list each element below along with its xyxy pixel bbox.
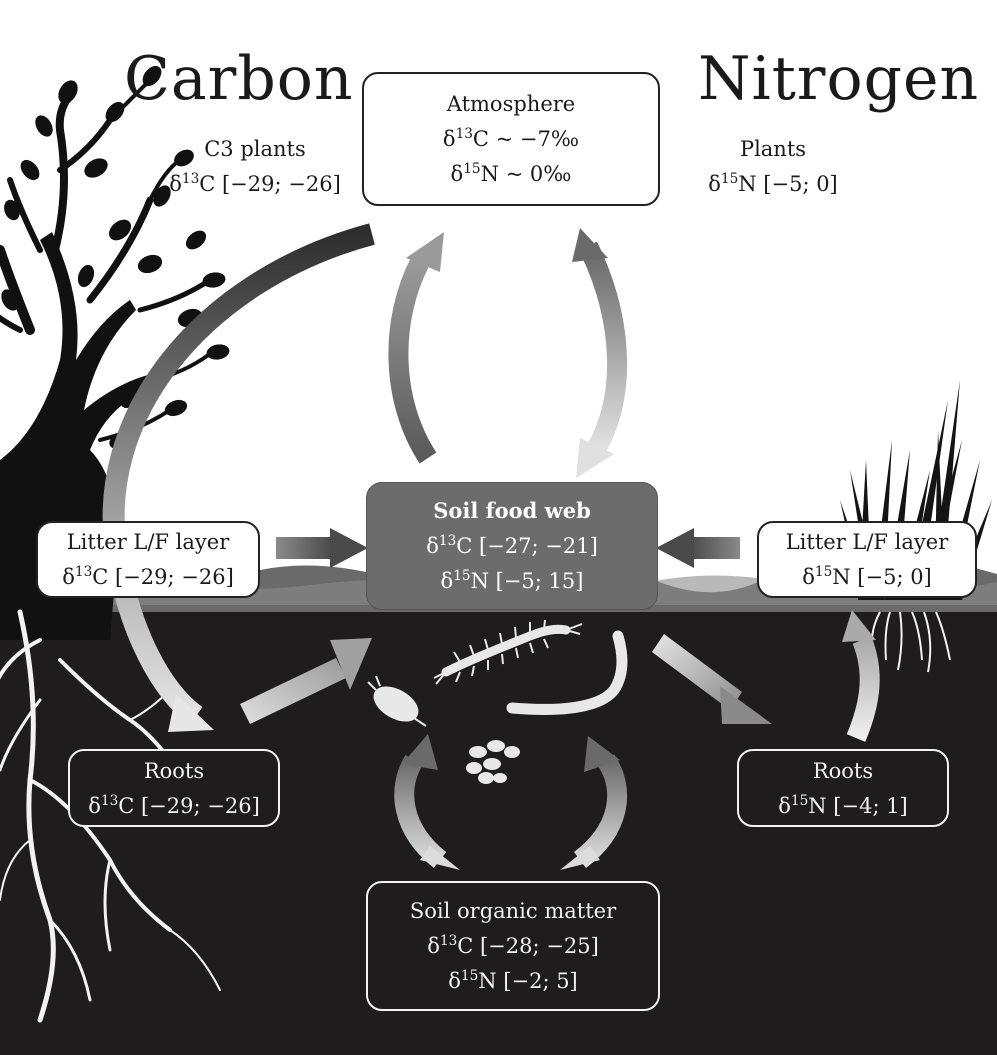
arrow-plants-to-roots: [102, 223, 375, 725]
litter-carbon-box: Litter L/F layer δ13C [−29; −26]: [36, 521, 260, 598]
carbon-title: Carbon: [124, 44, 354, 114]
earthworm: [506, 630, 628, 715]
springtail: [367, 675, 427, 727]
roots-carbon-value: δ13C [−29; −26]: [88, 792, 260, 818]
arrow-plants-to-roots-head: [168, 694, 214, 732]
arrow-atmosphere-to-foodweb: [579, 241, 627, 462]
plants-nitrogen: δ15N [−5; 0]: [708, 171, 838, 196]
soil-fauna: [367, 619, 628, 784]
arrow-atmosphere-up-head: [572, 228, 608, 262]
soil-food-web-name: Soil food web: [433, 498, 591, 523]
arrow-foodweb-to-roots-nitrogen: [652, 634, 772, 724]
arrow-litter-nitrogen-to-foodweb: [656, 528, 740, 568]
eggs: [466, 740, 520, 784]
arrow-atmosphere-down-head: [576, 438, 614, 478]
soil-organic-matter-nitrogen: δ15N [−2; 5]: [448, 968, 578, 993]
litter-carbon-value: δ13C [−29; −26]: [62, 564, 234, 589]
c3-plants-label: C3 plants δ13C [−29; −26]: [166, 134, 344, 199]
soil-organic-matter-box: Soil organic matter δ13C [−28; −25] δ15N…: [366, 881, 660, 1011]
c3-plants-carbon: δ13C [−29; −26]: [169, 171, 341, 196]
arrow-som-right-up-head: [584, 736, 620, 772]
litter-nitrogen-value: δ15N [−5; 0]: [802, 564, 932, 589]
arrow-roots-carbon-to-foodweb: [240, 638, 372, 724]
roots-carbon-name: Roots: [143, 758, 205, 783]
soil-organic-matter-carbon: δ13C [−28; −25]: [427, 933, 599, 958]
soil-organic-matter-name: Soil organic matter: [409, 899, 617, 923]
litter-carbon-name: Litter L/F layer: [66, 530, 230, 554]
roots-nitrogen-name: Roots: [812, 758, 874, 783]
arrow-som-left-up-head: [402, 734, 438, 770]
arrow-litter-carbon-to-foodweb: [276, 528, 368, 568]
soil-food-web-nitrogen: δ15N [−5; 15]: [440, 568, 584, 593]
atmosphere-nitrogen: δ15N ~ 0‰: [450, 161, 572, 186]
roots-nitrogen-box: Roots δ15N [−4; 1]: [737, 749, 949, 827]
litter-nitrogen-box: Litter L/F layer δ15N [−5; 0]: [757, 521, 977, 598]
c3-plants-name: C3 plants: [204, 137, 306, 161]
soil-food-web-carbon: δ13C [−27; −21]: [426, 533, 598, 558]
roots-nitrogen-value: δ15N [−4; 1]: [778, 792, 908, 818]
plants-name: Plants: [739, 137, 807, 161]
arrow-som-right-down-head: [560, 846, 600, 870]
arrow-som-left-down-head: [420, 846, 460, 870]
roots-carbon-box: Roots δ13C [−29; −26]: [68, 749, 280, 827]
arrow-roots-to-litter-nitrogen-head: [842, 610, 876, 642]
atmosphere-name: Atmosphere: [446, 92, 576, 116]
arrow-foodweb-to-atmosphere-head: [406, 232, 444, 272]
nitrogen-title: Nitrogen: [698, 44, 980, 114]
centipede: [433, 619, 583, 685]
arrow-foodweb-to-atmosphere: [388, 257, 437, 464]
plants-label: Plants δ15N [−5; 0]: [700, 134, 846, 199]
soil-food-web-box: Soil food web δ13C [−27; −21] δ15N [−5; …: [366, 482, 658, 610]
atmosphere-box: Atmosphere δ13C ~ −7‰ δ15N ~ 0‰: [362, 72, 660, 206]
atmosphere-carbon: δ13C ~ −7‰: [442, 126, 580, 151]
arrow-roots-to-litter-nitrogen: [846, 636, 880, 742]
litter-nitrogen-name: Litter L/F layer: [785, 530, 949, 554]
